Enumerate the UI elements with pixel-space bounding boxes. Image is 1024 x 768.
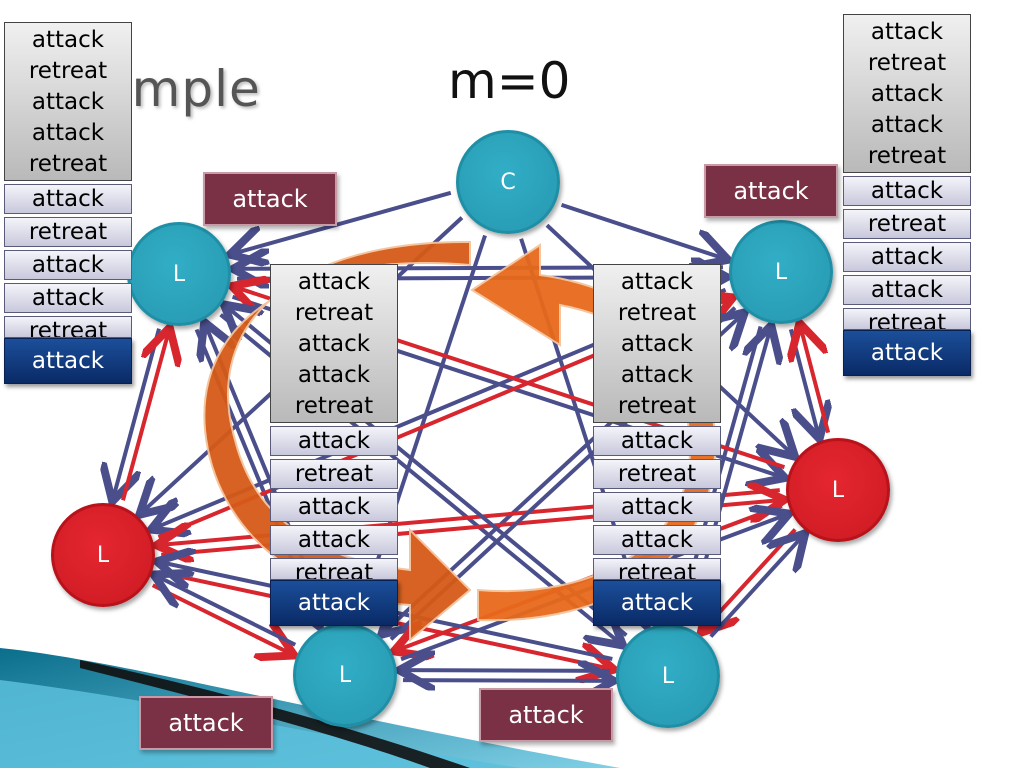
message-arrow — [560, 203, 725, 259]
node-label: L — [172, 261, 186, 287]
received-message: attack — [870, 112, 944, 138]
message-text: attack — [733, 177, 809, 205]
message-arrow — [121, 331, 169, 501]
relayed-message: attack — [270, 525, 398, 555]
message-text: attack — [508, 701, 584, 729]
relayed-message: attack — [270, 426, 398, 456]
message-arrow — [402, 680, 610, 681]
received-message: attack — [870, 19, 944, 45]
traitor-node-mid-right[interactable]: L — [786, 438, 890, 542]
message-arrow — [403, 670, 611, 671]
relayed-message: attack — [843, 176, 971, 206]
commander-node[interactable]: C — [456, 130, 560, 234]
message-arrow — [801, 327, 831, 434]
lieutenant-node-top-right[interactable]: L — [729, 220, 833, 324]
node-label: L — [831, 477, 845, 503]
relayed-message: retreat — [4, 217, 132, 247]
relayed-message: retreat — [4, 316, 132, 338]
round-label: m=0 — [448, 52, 571, 110]
node-label: L — [774, 259, 788, 285]
relayed-message: attack — [4, 250, 132, 280]
final-decision: attack — [593, 580, 721, 626]
message-box-bottom-left: attack — [139, 696, 273, 750]
relayed-message: retreat — [843, 209, 971, 239]
received-message: attack — [297, 269, 371, 295]
message-text: attack — [232, 185, 308, 213]
received-message: retreat — [294, 300, 374, 326]
message-box-bottom-center: attack — [479, 688, 613, 742]
relayed-message: retreat — [270, 558, 398, 580]
received-message: retreat — [617, 393, 697, 419]
relayed-message: retreat — [593, 459, 721, 489]
received-message: attack — [31, 120, 105, 146]
relayed-message: attack — [270, 492, 398, 522]
lieutenant-node-top-left[interactable]: L — [127, 222, 231, 326]
received-messages: attack retreat attack attack retreat — [4, 22, 132, 181]
message-text: attack — [168, 709, 244, 737]
received-message: retreat — [294, 393, 374, 419]
received-message: attack — [620, 362, 694, 388]
message-arrow — [709, 536, 803, 638]
received-message: retreat — [28, 58, 108, 84]
final-decision: attack — [843, 330, 971, 376]
relayed-message: retreat — [270, 459, 398, 489]
message-box-top-right: attack — [704, 164, 838, 218]
received-message: attack — [620, 331, 694, 357]
relayed-message: attack — [843, 275, 971, 305]
received-message: retreat — [867, 50, 947, 76]
relayed-message: attack — [4, 283, 132, 313]
received-message: attack — [297, 362, 371, 388]
relayed-message: retreat — [593, 558, 721, 580]
received-message: attack — [31, 89, 105, 115]
message-box-top-left: attack — [203, 172, 337, 226]
final-decision: attack — [4, 338, 132, 384]
relayed-message: attack — [593, 525, 721, 555]
node-label: C — [500, 169, 516, 195]
relayed-message: attack — [593, 492, 721, 522]
received-message: attack — [297, 331, 371, 357]
traitor-node-mid-left[interactable]: L — [51, 503, 155, 607]
lieutenant-node-bottom-right[interactable]: L — [616, 624, 720, 728]
relayed-message: attack — [593, 426, 721, 456]
received-message: attack — [620, 269, 694, 295]
received-message: attack — [31, 27, 105, 53]
node-label: L — [96, 542, 110, 568]
received-messages: attack retreat attack attack retreat — [843, 14, 971, 173]
node-label: L — [661, 663, 675, 689]
relayed-message: retreat — [843, 308, 971, 330]
message-arrow — [234, 190, 452, 254]
received-message: retreat — [28, 151, 108, 177]
received-message: attack — [870, 81, 944, 107]
received-messages: attack retreat attack attack retreat — [593, 264, 721, 423]
received-messages: attack retreat attack attack retreat — [270, 264, 398, 423]
lieutenant-node-bottom-left[interactable]: L — [293, 623, 397, 727]
relayed-message: attack — [843, 242, 971, 272]
final-decision: attack — [270, 580, 398, 626]
node-label: L — [338, 662, 352, 688]
received-message: retreat — [617, 300, 697, 326]
relayed-message: attack — [4, 184, 132, 214]
received-message: retreat — [867, 143, 947, 169]
